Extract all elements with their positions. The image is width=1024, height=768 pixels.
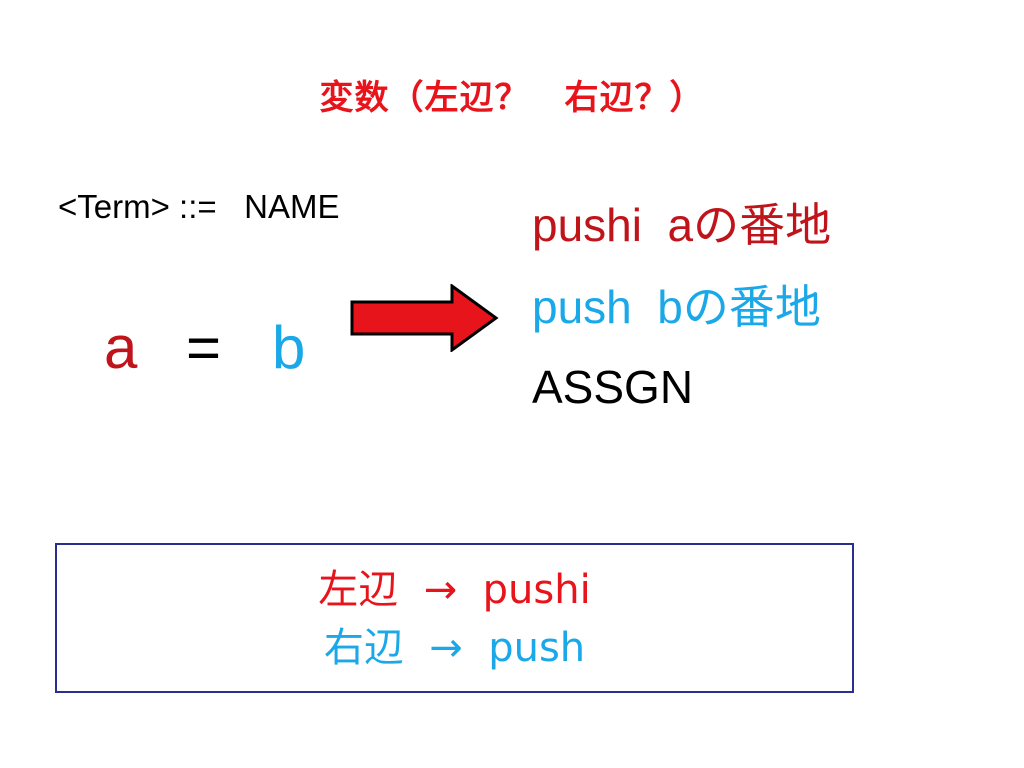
summary-line-rhs: 右辺 → push [323, 625, 586, 671]
expression-operator: = [186, 314, 222, 381]
expression-lhs: a [104, 314, 138, 381]
expression-rhs: b [272, 314, 306, 381]
code-line-push: push bの番地 [532, 279, 821, 335]
summary-line-lhs: 左辺 → pushi [318, 567, 591, 613]
code-line-push-instruction: push b [532, 281, 683, 333]
right-arrow-icon [350, 284, 499, 352]
code-line-pushi: pushi aの番地 [532, 197, 831, 253]
code-line-assgn-instruction: ASSGN [532, 361, 694, 413]
summary-box: 左辺 → pushi 右辺 → push [55, 543, 854, 693]
grammar-rule: <Term> ::= NAME [58, 188, 340, 225]
code-line-pushi-instruction: pushi a [532, 199, 694, 251]
slide-title: 変数（左辺？ 右辺？） [319, 78, 705, 118]
code-line-push-note: の番地 [682, 280, 821, 334]
code-line-assgn: ASSGN [532, 359, 693, 415]
code-line-pushi-note: の番地 [693, 198, 832, 252]
